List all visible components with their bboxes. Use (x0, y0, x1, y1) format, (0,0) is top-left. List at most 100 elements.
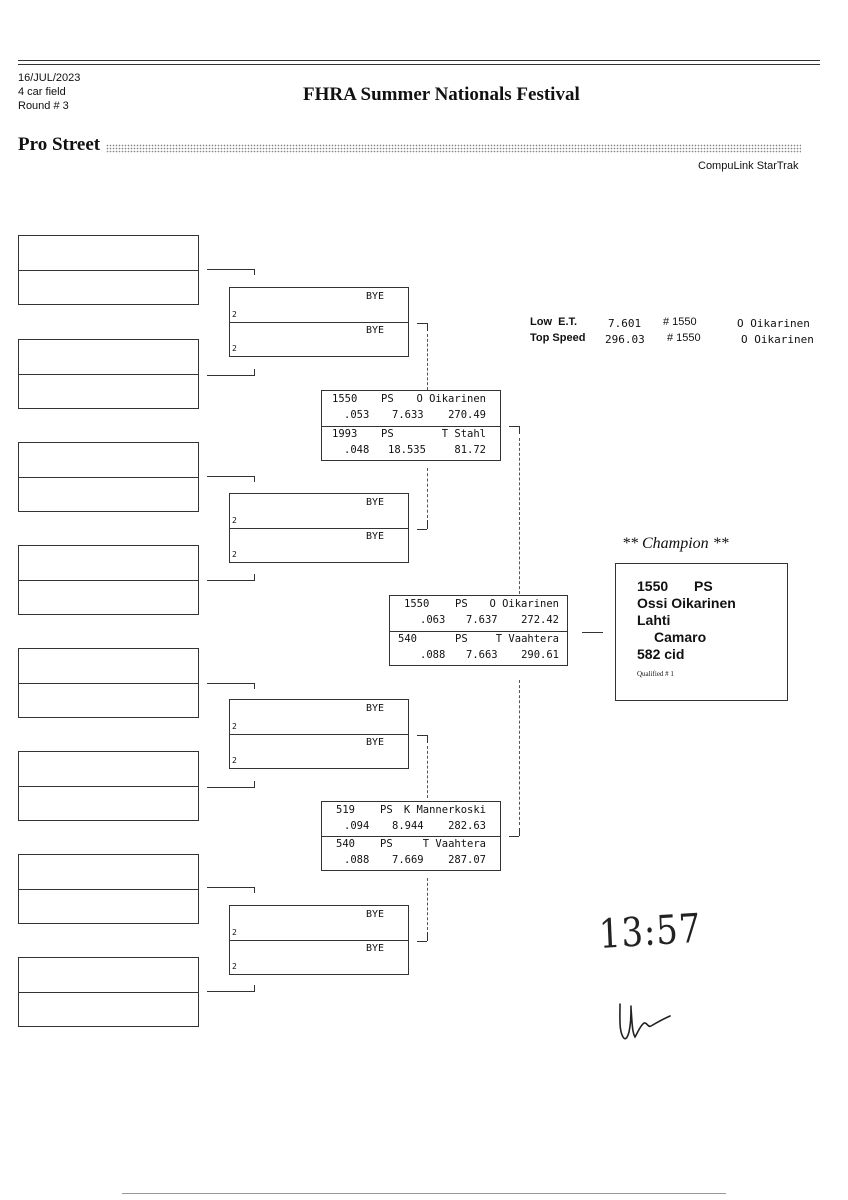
record-driver: O Oikarinen (737, 317, 810, 330)
round1-slot-8 (18, 957, 199, 1027)
lane-number: 2 (232, 310, 237, 319)
car-number: 1550 (404, 598, 430, 610)
connector (254, 269, 255, 275)
connector (254, 369, 255, 375)
connector-dashed (427, 334, 428, 390)
connector (519, 426, 520, 434)
header-rule-top (18, 60, 820, 61)
field-size: 4 car field (18, 86, 66, 98)
car-class: PS (380, 838, 393, 850)
bye-label: BYE (366, 703, 385, 714)
connector (427, 735, 428, 743)
connector (417, 941, 427, 942)
connector (427, 520, 428, 529)
speed-mph: 81.72 (454, 443, 486, 456)
champion-car: Camaro (654, 629, 707, 645)
semifinal-match-1: 1550 PS O Oikarinen .053 7.633 270.49 19… (321, 390, 501, 461)
title-dot-leader (106, 144, 801, 153)
connector (519, 828, 520, 836)
racer-entry: 540 PS T Vaahtera .088 7.663 290.61 (390, 630, 567, 667)
event-date: 16/JUL/2023 (18, 72, 81, 84)
speed-mph: 290.61 (521, 648, 559, 661)
speed-mph: 272.42 (521, 614, 559, 626)
connector (207, 580, 255, 581)
semifinal-match-2: 519 PS K Mannerkoski .094 8.944 282.63 5… (321, 801, 501, 871)
lane-number: 2 (232, 516, 237, 525)
reaction-time: .048 (344, 443, 370, 456)
reaction-time: .088 (344, 854, 370, 866)
connector (207, 887, 255, 888)
round1-slot-2 (18, 339, 199, 409)
connector (207, 683, 255, 684)
driver-name: T Vaahtera (495, 632, 559, 645)
champion-class: PS (694, 578, 713, 594)
bye-label: BYE (366, 325, 385, 336)
connector (427, 932, 428, 941)
elapsed-time: 18.535 (388, 443, 426, 456)
car-number: 1993 (332, 427, 358, 440)
round1-slot-1 (18, 235, 199, 305)
record-label: Low E.T. (530, 316, 578, 328)
connector (207, 476, 255, 477)
lane-number: 2 (232, 722, 237, 731)
driver-name: T Vaahtera (422, 838, 486, 850)
racer-entry: 1550 PS O Oikarinen .063 7.637 272.42 (390, 596, 567, 631)
champion-heading: ** Champion ** (622, 535, 729, 552)
record-label: Top Speed (530, 332, 586, 344)
round1-slot-4 (18, 545, 199, 615)
champion-city: Lahti (637, 612, 671, 628)
bye-label: BYE (366, 909, 385, 920)
round1-slot-5 (18, 648, 199, 718)
elapsed-time: 8.944 (392, 820, 424, 832)
reaction-time: .063 (420, 614, 446, 626)
racer-entry: 519 PS K Mannerkoski .094 8.944 282.63 (322, 802, 500, 836)
lane-number: 2 (232, 928, 237, 937)
record-value: 7.601 (608, 317, 642, 330)
bye-label: BYE (366, 291, 385, 302)
connector (582, 632, 603, 633)
champion-name: Ossi Oikarinen (637, 595, 736, 611)
racer-entry: 540 PS T Vaahtera .088 7.669 287.07 (322, 836, 500, 871)
speed-mph: 282.63 (448, 820, 486, 832)
speed-mph: 270.49 (448, 409, 486, 421)
round1-slot-3 (18, 442, 199, 512)
round-number: Round # 3 (18, 100, 69, 112)
elapsed-time: 7.637 (466, 614, 498, 626)
reaction-time: .094 (344, 820, 370, 832)
speed-mph: 287.07 (448, 854, 486, 866)
event-title: FHRA Summer Nationals Festival (303, 84, 580, 105)
driver-name: T Stahl (441, 427, 486, 440)
lane-number: 2 (232, 550, 237, 559)
round1-slot-7 (18, 854, 199, 924)
connector-dashed (427, 746, 428, 798)
connector-dashed (519, 438, 520, 594)
reaction-time: .088 (420, 648, 446, 661)
connector (207, 269, 255, 270)
driver-name: O Oikarinen (416, 393, 486, 405)
racer-entry: 1550 PS O Oikarinen .053 7.633 270.49 (322, 391, 500, 426)
connector (427, 323, 428, 331)
event-meta: 16/JUL/2023 4 car field Round # 3 (18, 71, 80, 113)
lane-number: 2 (232, 962, 237, 971)
connector (417, 735, 427, 736)
connector-dashed (427, 878, 428, 930)
connector (207, 991, 255, 992)
connector (207, 787, 255, 788)
footer-rule (122, 1193, 726, 1194)
record-car: # 1550 (667, 332, 701, 344)
lane-number: 2 (232, 344, 237, 353)
connector-dashed (519, 680, 520, 825)
bye-label: BYE (366, 531, 385, 542)
header-rule-second (18, 64, 820, 65)
elapsed-time: 7.669 (392, 854, 424, 866)
bye-label: BYE (366, 497, 385, 508)
car-class: PS (381, 393, 394, 405)
record-low-et: Low E.T. 7.601 # 1550 O Oikarinen (530, 316, 820, 331)
class-title: Pro Street (18, 134, 101, 155)
connector (207, 375, 255, 376)
software-brand: CompuLink StarTrak (698, 160, 799, 172)
bye-match-1: BYE 2 BYE 2 (229, 287, 409, 357)
lane-number: 2 (232, 756, 237, 765)
champion-engine: 582 cid (637, 646, 685, 662)
record-driver: O Oikarinen (741, 333, 814, 346)
